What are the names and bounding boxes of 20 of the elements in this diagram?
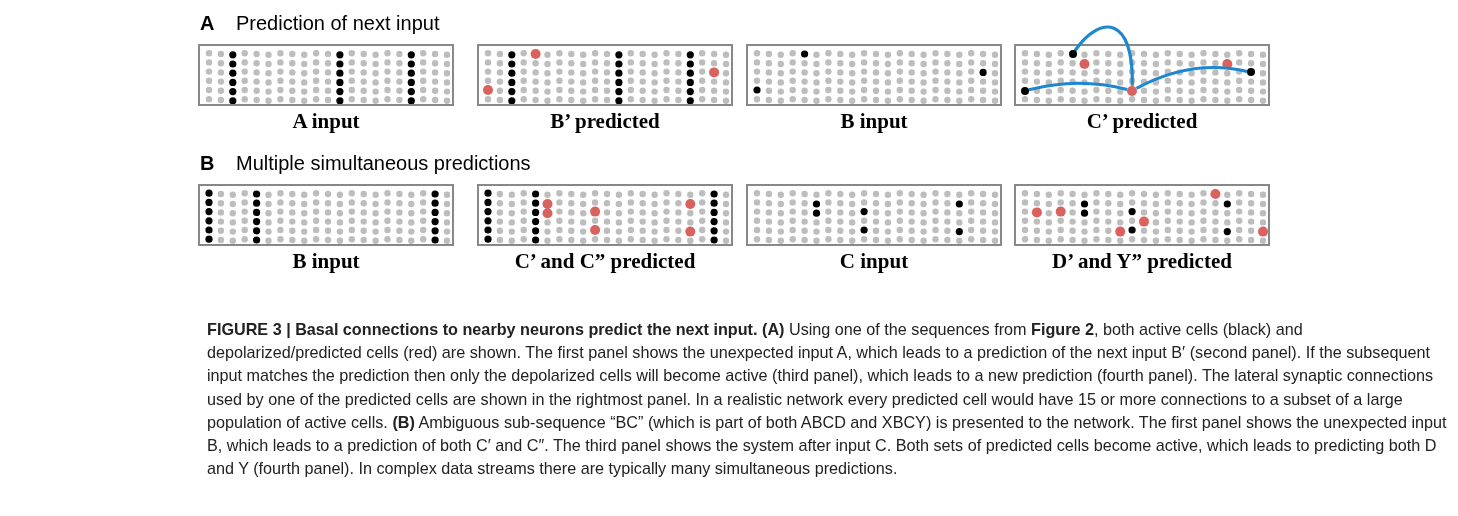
panel-letter: B (200, 152, 215, 175)
predicted-cell-dot (1127, 85, 1138, 96)
panel-caption: C’ predicted (1086, 109, 1198, 134)
panel-caption: B input (840, 109, 908, 134)
section-heading: Multiple simultaneous predictions (236, 152, 531, 175)
active-cell-dot (1247, 68, 1256, 77)
panel-caption: C’ and C” predicted (514, 249, 696, 274)
active-cell-dot (1021, 86, 1029, 95)
synapse-line (1073, 25, 1134, 86)
panel-caption: A input (292, 109, 360, 134)
section-heading: Prediction of next input (236, 12, 440, 35)
panel-letter: A (200, 12, 215, 35)
panel-caption: B’ predicted (550, 109, 660, 134)
synapse-line (1028, 81, 1128, 92)
figure-caption: FIGURE 3 | Basal connections to nearby neurons predict the next input. (A) Using one of the sequences from Figure 2, both active cells (black) and depolarized/predicted cells (red) are shown. The first panel shows the unexpected input A, which leads to a prediction of the next input B′ (second panel). If the subsequent input matches the prediction then only the depolarized cells will become active (third panel), which leads to a new prediction (fourth panel). The lateral synaptic connections used by one of the predicted cells are shown in the rightmost panel. In a realistic network every predicted cell would have 15 or more connections to a subset of a large population of active cells. (B) Ambiguous sub-sequence “BC” (which is part of both ABCD and XBCY) is presented to the network. The first panel shows the unexpected input B, which leads to a prediction of both C′ and C″. The third panel shows the system after input C. Both sets of predicted cells become active, which leads to predicting both D and Y (fourth panel). In complex data streams there are typically many simultaneous predictions. (207, 319, 1448, 480)
panel-caption: C input (839, 249, 909, 274)
panel-caption: B input (292, 249, 360, 274)
panel-caption: D’ and Y” predicted (1052, 249, 1232, 274)
synapse-line (1135, 65, 1248, 90)
active-cell-dot (1068, 50, 1077, 58)
